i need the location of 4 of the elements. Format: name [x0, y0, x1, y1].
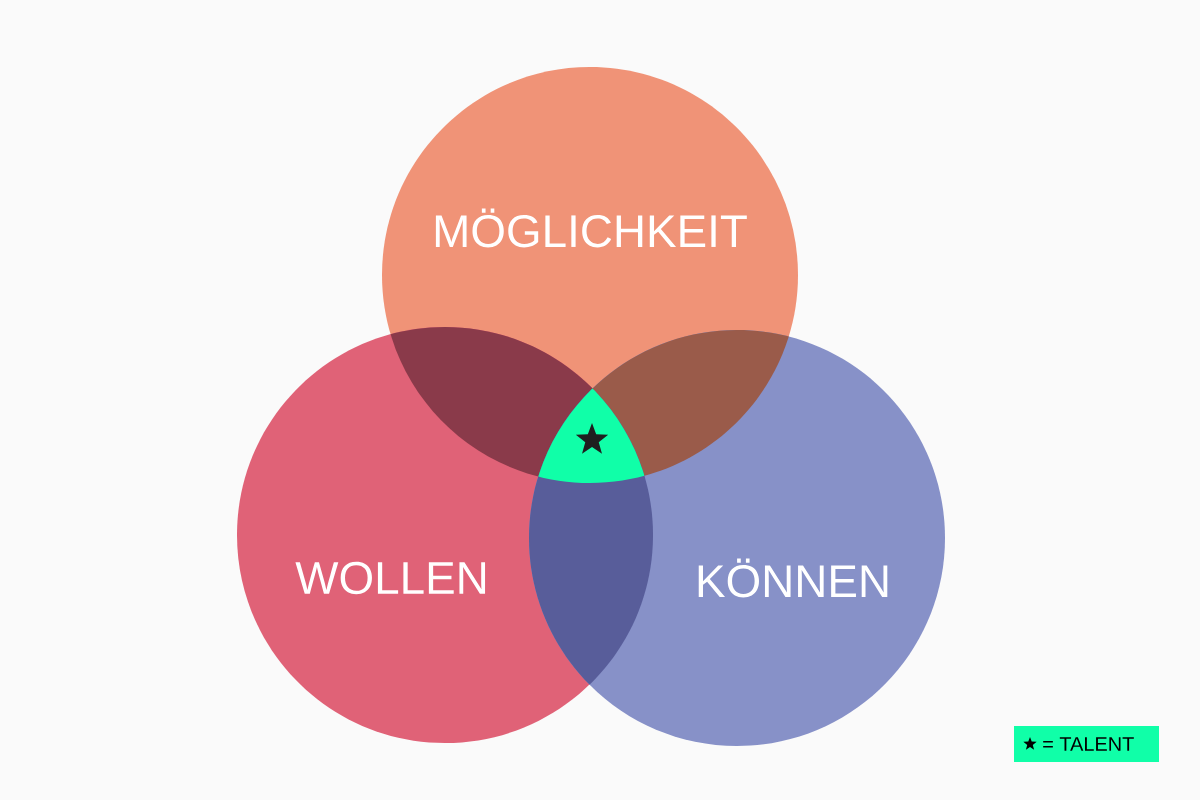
circle-label: MÖGLICHKEIT	[435, 208, 747, 248]
legend-entry: = TALENT	[1014, 726, 1159, 762]
circle-label: KÖNNEN	[698, 558, 888, 598]
circle-label: WOLLEN	[295, 561, 486, 595]
